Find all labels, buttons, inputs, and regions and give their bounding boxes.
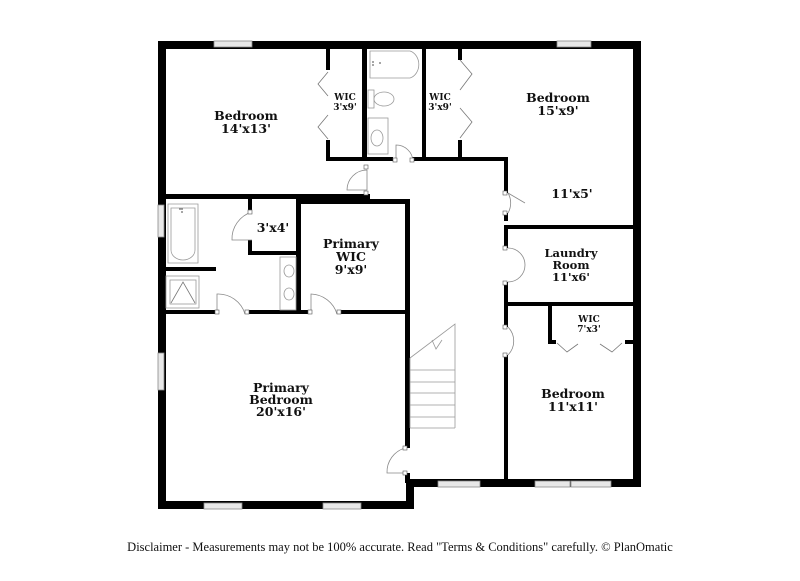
disclaimer-text: Disclaimer - Measurements may not be 100… <box>127 540 673 554</box>
bifold-doors <box>317 59 623 353</box>
room-size-closet-3x4: 3'x4' <box>257 220 290 235</box>
room-size-bedroom-ne-alcove: 11'x5' <box>551 186 592 201</box>
room-size-wic-nw: 3'x9' <box>333 103 356 113</box>
room-size-bedroom-se: 11'x11' <box>548 399 598 414</box>
exterior-walls <box>158 41 641 509</box>
room-size-laundry: 11'x6' <box>552 270 590 284</box>
room-name-wic-ne: WIC <box>428 93 450 103</box>
room-name-primary-wic-1: Primary <box>323 236 380 251</box>
room-name-bedroom-se: Bedroom <box>541 386 605 401</box>
window-hall-bottom <box>437 480 481 488</box>
window-se-bottom-1 <box>534 480 571 488</box>
window-west-bath <box>157 204 165 238</box>
toilet-upper <box>367 89 375 109</box>
windows <box>157 40 612 510</box>
room-name-wic-se: WIC <box>577 315 599 325</box>
room-name-wic-nw: WIC <box>333 93 355 103</box>
window-primary-bottom-1 <box>203 502 243 510</box>
bathtub-upper <box>369 50 420 79</box>
room-name-laundry-2: Room <box>552 258 589 272</box>
room-size-wic-ne: 3'x9' <box>428 103 451 113</box>
room-size-primary-bedroom: 20'x16' <box>256 404 306 419</box>
fixtures <box>165 50 420 311</box>
room-name-primary-bedroom-2: Bedroom <box>249 392 313 407</box>
room-size-wic-se: 7'x3' <box>577 325 600 335</box>
window-ne-top <box>556 40 592 48</box>
doors <box>214 144 526 476</box>
room-name-primary-wic-2: WIC <box>335 249 366 264</box>
stairs <box>409 323 456 429</box>
window-nw-top <box>213 40 253 48</box>
room-name-laundry-1: Laundry <box>544 246 597 260</box>
room-name-bedroom-nw: Bedroom <box>214 108 278 123</box>
room-size-bedroom-ne: 15'x9' <box>537 103 578 118</box>
window-primary-bottom-2 <box>322 502 362 510</box>
room-size-bedroom-nw: 14'x13' <box>221 121 271 136</box>
room-name-bedroom-ne: Bedroom <box>526 90 590 105</box>
room-name-primary-bedroom-1: Primary <box>253 380 310 395</box>
window-west-primary <box>157 352 165 391</box>
room-labels: Bedroom 14'x13' WIC 3'x9' WIC 3'x9' Bedr… <box>214 90 605 419</box>
window-se-bottom-2 <box>570 480 612 488</box>
room-size-primary-wic: 9'x9' <box>335 262 368 277</box>
interior-walls <box>162 45 637 483</box>
